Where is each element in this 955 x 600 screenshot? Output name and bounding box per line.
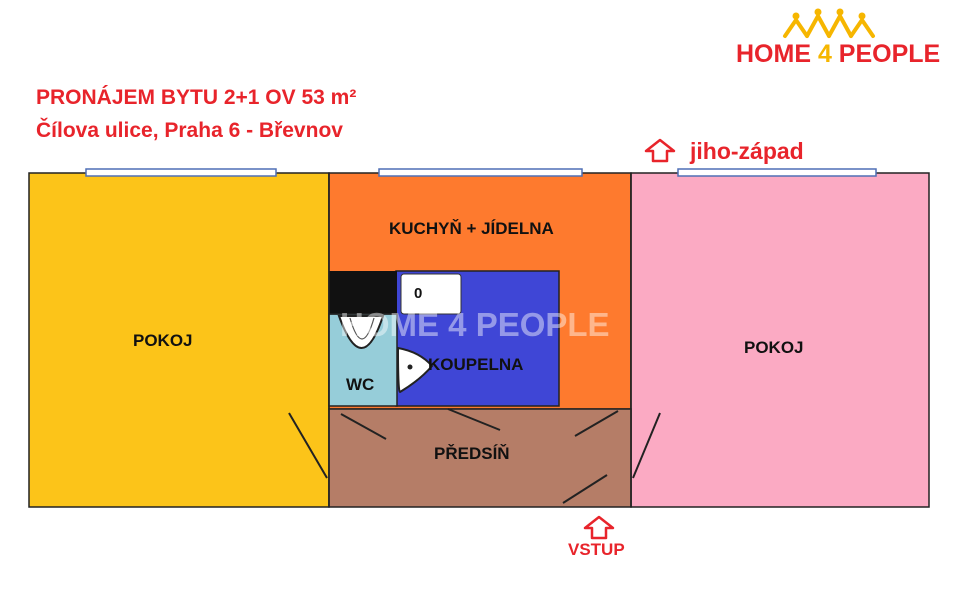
label-left-room: POKOJ — [133, 331, 193, 350]
washbasin-fixture — [396, 346, 434, 394]
appliance-box — [400, 273, 462, 315]
label-appliance: 0 — [414, 285, 423, 302]
door-entrance — [562, 474, 608, 504]
door-right-room — [632, 412, 661, 479]
door-wc — [340, 413, 387, 440]
door-kitchen — [574, 410, 619, 437]
label-kitchen: KUCHYŇ + JÍDELNA — [389, 219, 554, 238]
arrow-up-icon — [644, 138, 676, 163]
label-hall: PŘEDSÍŇ — [434, 444, 510, 463]
label-bathroom: KOUPELNA — [428, 355, 524, 374]
label-wc: WC — [346, 375, 375, 394]
door-left-room — [288, 412, 328, 479]
entrance-label: VSTUP — [568, 540, 625, 559]
window-right — [677, 168, 877, 177]
window-kitchen — [378, 168, 583, 177]
door-bathroom — [447, 408, 501, 431]
houses-icon — [783, 8, 875, 38]
label-right-room: POKOJ — [744, 338, 804, 357]
listing-title: PRONÁJEM BYTU 2+1 OV 53 m² — [36, 86, 357, 109]
kitchen-counter — [329, 271, 397, 314]
watermark: HOME 4 PEOPLE — [340, 306, 610, 343]
logo-brand: HOME 4 PEOPLE — [736, 40, 941, 68]
right-room-area — [630, 172, 930, 508]
listing-address: Čílova ulice, Praha 6 - Břevnov — [36, 119, 343, 142]
left-room-area — [28, 172, 330, 508]
entrance-arrow-icon — [583, 515, 615, 540]
window-left — [85, 168, 277, 177]
orientation-label: jiho-západ — [690, 138, 804, 164]
